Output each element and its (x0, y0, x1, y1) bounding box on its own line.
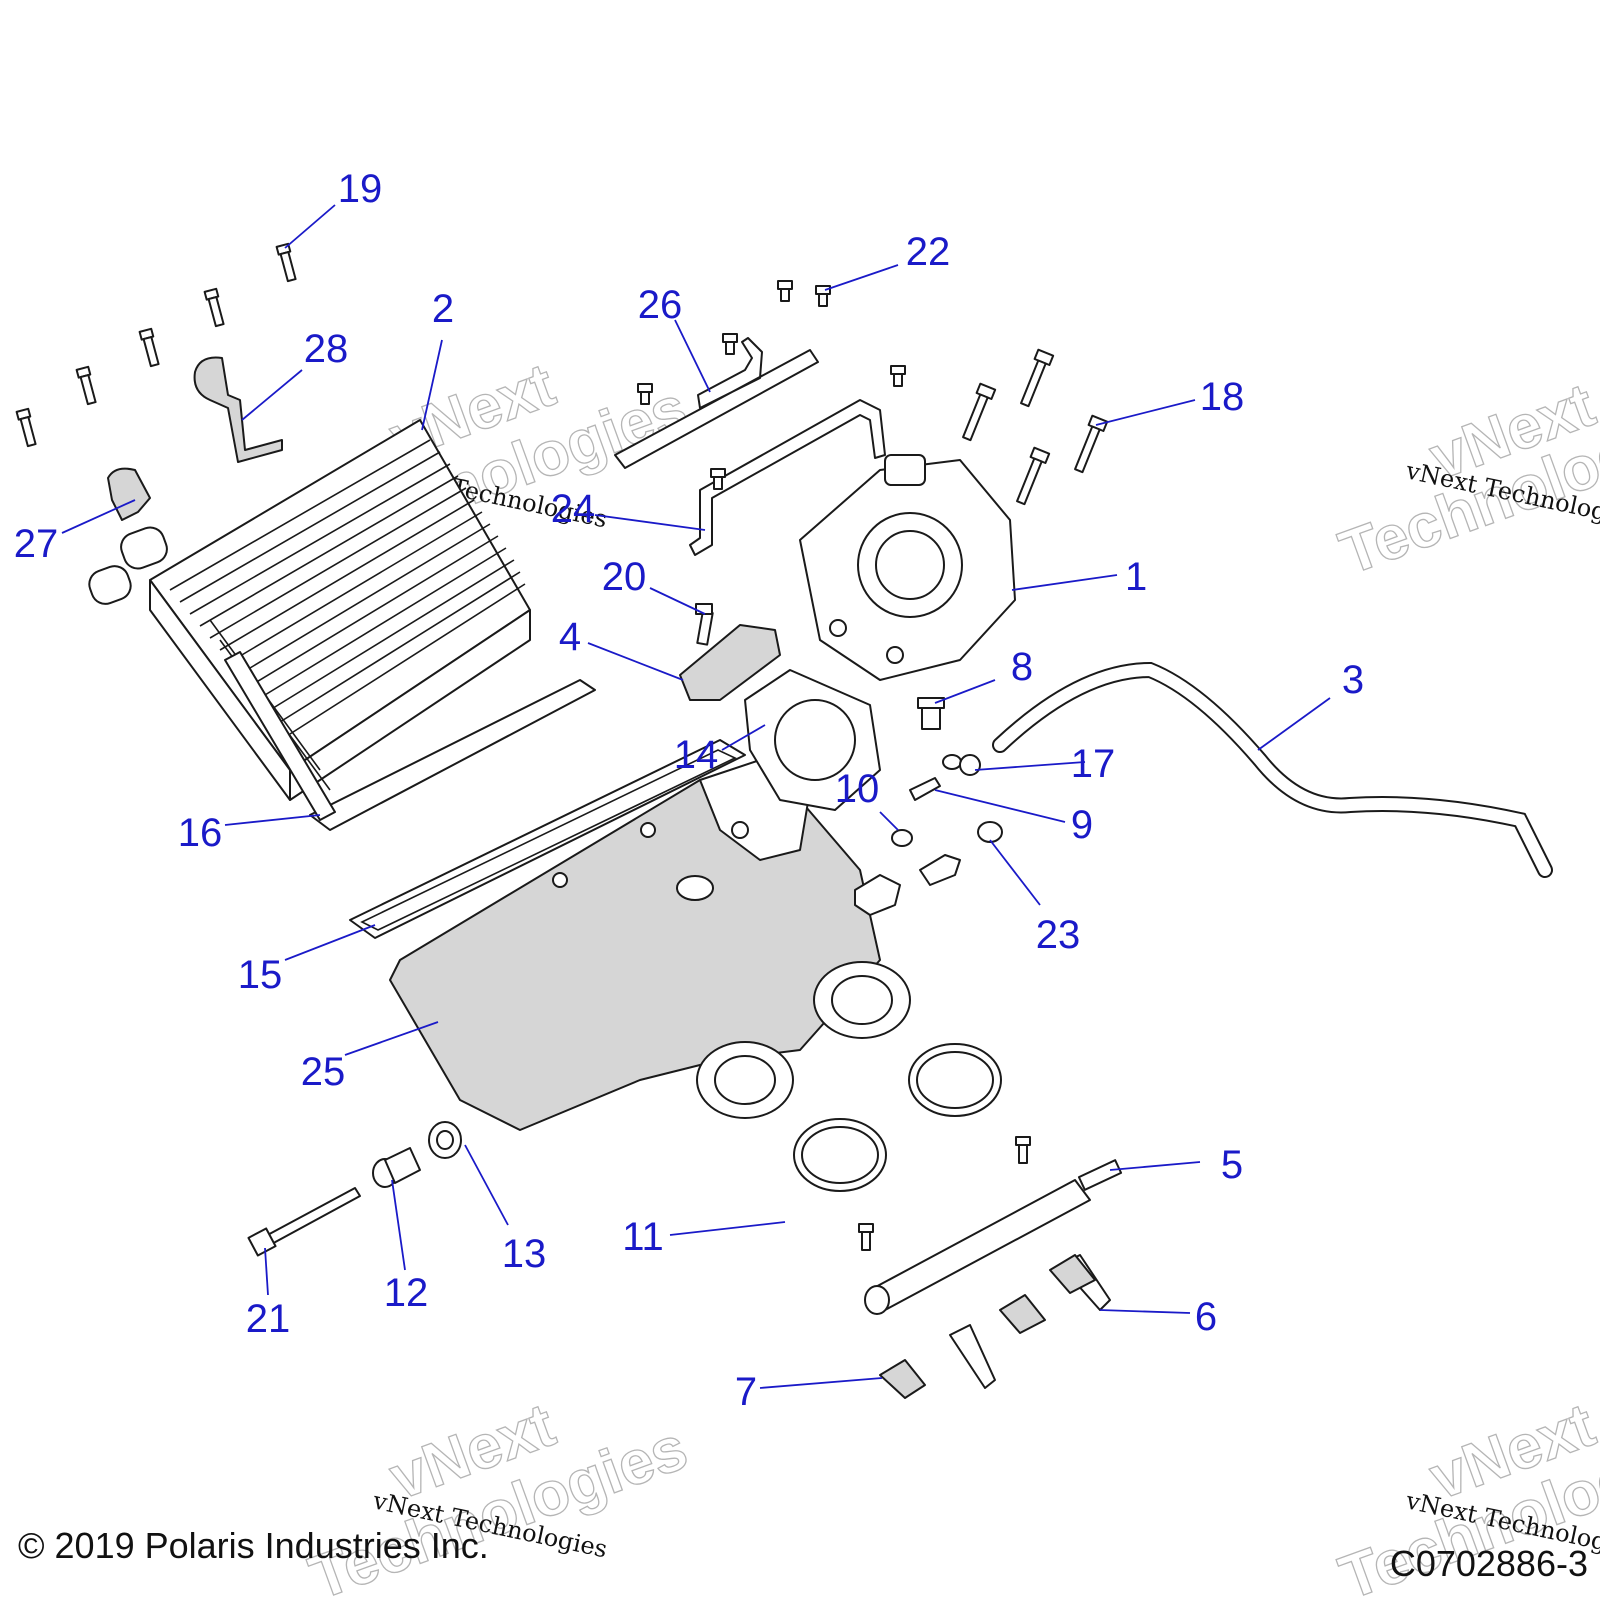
callout-2: 2 (432, 287, 454, 331)
leader-27 (61, 499, 136, 534)
bushing-23 (977, 821, 1003, 843)
callout-12: 12 (384, 1271, 429, 1315)
callout-16: 16 (178, 811, 223, 855)
leader-6 (1099, 1309, 1191, 1314)
watermark-top-right: vNext Technologies vNext Technologies (1331, 370, 1600, 589)
leader-17 (974, 761, 1086, 771)
leader-lines (61, 204, 1331, 1389)
bracket-28 (193, 356, 283, 463)
callout-18: 18 (1200, 375, 1245, 419)
bolt-group-19 (15, 242, 297, 448)
callout-28: 28 (304, 327, 349, 371)
fuel-rail-5 (864, 1159, 1123, 1315)
leader-12 (391, 1179, 406, 1271)
bushing-23c (854, 874, 901, 916)
leader-14 (721, 724, 766, 751)
gasket-14 (744, 669, 881, 811)
leader-8 (934, 679, 996, 704)
leader-28 (241, 369, 303, 421)
leader-15 (284, 924, 376, 961)
callout-15: 15 (238, 953, 283, 997)
callout-22: 22 (906, 230, 951, 274)
callout-labels: 1 2 3 4 5 6 7 8 9 10 11 12 13 14 15 16 1… (14, 167, 1364, 1414)
cooler-strip-16 (309, 679, 596, 831)
washer-17a (942, 754, 962, 770)
leader-23 (989, 839, 1041, 906)
bolt-21 (247, 1187, 361, 1257)
leader-10 (879, 811, 899, 831)
bushing-13 (428, 1121, 462, 1159)
clamps-11 (793, 1043, 1002, 1192)
callout-11: 11 (622, 1215, 664, 1259)
callout-13: 13 (502, 1232, 547, 1276)
banjo-9 (909, 777, 941, 801)
leader-26 (674, 319, 711, 393)
leader-11 (669, 1221, 786, 1236)
callout-24: 24 (551, 487, 596, 531)
callout-6: 6 (1195, 1295, 1217, 1339)
callout-4: 4 (559, 615, 581, 659)
fitting-23b (919, 854, 961, 886)
callout-21: 21 (246, 1297, 291, 1341)
callout-1: 1 (1125, 555, 1147, 599)
callout-23: 23 (1036, 913, 1081, 957)
callout-27: 27 (14, 522, 59, 566)
callout-8: 8 (1011, 645, 1033, 689)
clip-7c (1049, 1254, 1096, 1294)
callout-7: 7 (735, 1370, 757, 1414)
throttle-body-1 (799, 454, 1016, 681)
cooler-strip-16b (224, 651, 336, 821)
leader-19 (284, 204, 336, 249)
bolts-18 (962, 348, 1109, 506)
bushing-12 (372, 1147, 421, 1188)
leader-2 (421, 339, 443, 431)
fitting-8 (917, 697, 945, 730)
clip-7 (879, 1359, 926, 1399)
leader-25 (344, 1021, 439, 1056)
gasket-15 (349, 739, 746, 939)
callout-14: 14 (674, 733, 719, 777)
callout-10: 10 (835, 767, 880, 811)
screws-22 (637, 280, 906, 490)
leader-16 (224, 814, 321, 826)
drawing-code: C0702886-3 (1390, 1543, 1588, 1584)
watermark-bottom-center: vNext Technologies vNext Technologies (301, 1390, 697, 1600)
leader-3 (1257, 697, 1331, 751)
leader-4 (587, 642, 684, 681)
bolt-fuel-rail-a (1015, 1136, 1031, 1164)
leader-18 (1095, 399, 1196, 426)
callout-3: 3 (1342, 658, 1364, 702)
leader-20 (649, 587, 706, 615)
callout-20: 20 (602, 555, 647, 599)
leader-9 (934, 789, 1066, 823)
bracket-24 (689, 399, 886, 556)
fitting-17 (959, 754, 981, 776)
intake-plenum-25 (389, 759, 911, 1131)
leader-5 (1109, 1161, 1201, 1171)
map-sensor-4 (679, 603, 781, 701)
bolt-fuel-rail-b (858, 1223, 874, 1251)
callout-5: 5 (1221, 1143, 1243, 1187)
leader-13 (464, 1144, 509, 1226)
leader-1 (1011, 574, 1118, 591)
leader-24 (594, 514, 706, 531)
leader-7 (759, 1377, 883, 1389)
washer-10 (891, 829, 913, 847)
callout-17: 17 (1071, 742, 1116, 786)
callout-19: 19 (338, 167, 383, 211)
leader-22 (824, 264, 899, 291)
clip-7b (999, 1294, 1046, 1334)
bracket-27 (107, 467, 151, 521)
callout-9: 9 (1071, 803, 1093, 847)
callout-25: 25 (301, 1050, 346, 1094)
bracket-26 (614, 337, 819, 469)
leader-21 (264, 1247, 269, 1296)
callout-26: 26 (638, 283, 683, 327)
copyright-text: © 2019 Polaris Industries Inc. (18, 1525, 489, 1566)
